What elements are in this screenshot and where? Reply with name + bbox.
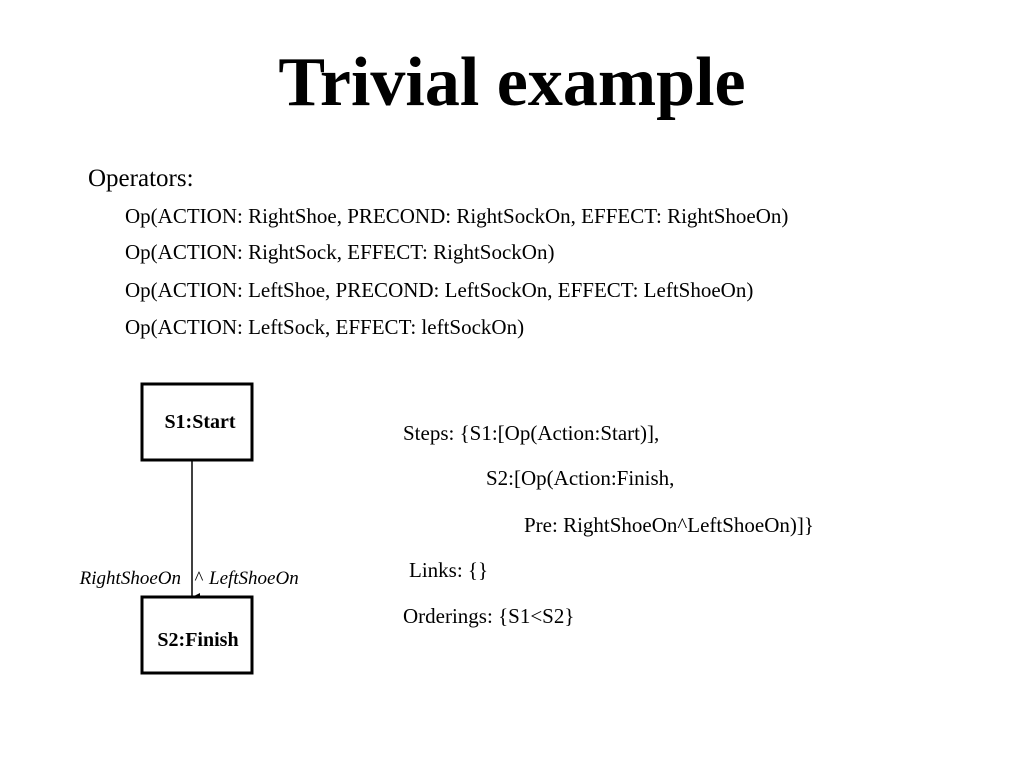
steps-line-2: S2:[Op(Action:Finish, <box>486 466 675 490</box>
operator-line: Op(ACTION: RightShoe, PRECOND: RightSock… <box>125 204 789 228</box>
links-line: Links: {} <box>409 558 489 582</box>
finish-step-box <box>140 595 254 675</box>
condition-connector: ^ <box>195 568 204 589</box>
start-step-label: S1:Start <box>164 411 235 433</box>
operators-heading: Operators: <box>88 165 194 192</box>
steps-line-3: Pre: RightShoeOn^LeftShoeOn)]} <box>524 513 814 537</box>
condition-left-label: RightShoeOn <box>79 568 181 589</box>
steps-line-1: Steps: {S1:[Op(Action:Start)], <box>403 421 660 445</box>
operator-line: Op(ACTION: LeftShoe, PRECOND: LeftSockOn… <box>125 278 754 302</box>
operator-line: Op(ACTION: LeftSock, EFFECT: leftSockOn) <box>125 315 525 339</box>
operator-line: Op(ACTION: RightSock, EFFECT: RightSockO… <box>125 240 555 264</box>
start-step-box <box>140 382 254 462</box>
slide-title: Trivial example <box>278 44 746 121</box>
orderings-line: Orderings: {S1<S2} <box>403 604 575 628</box>
condition-right-label: LeftShoeOn <box>208 568 299 589</box>
finish-step-label: S2:Finish <box>157 629 238 651</box>
